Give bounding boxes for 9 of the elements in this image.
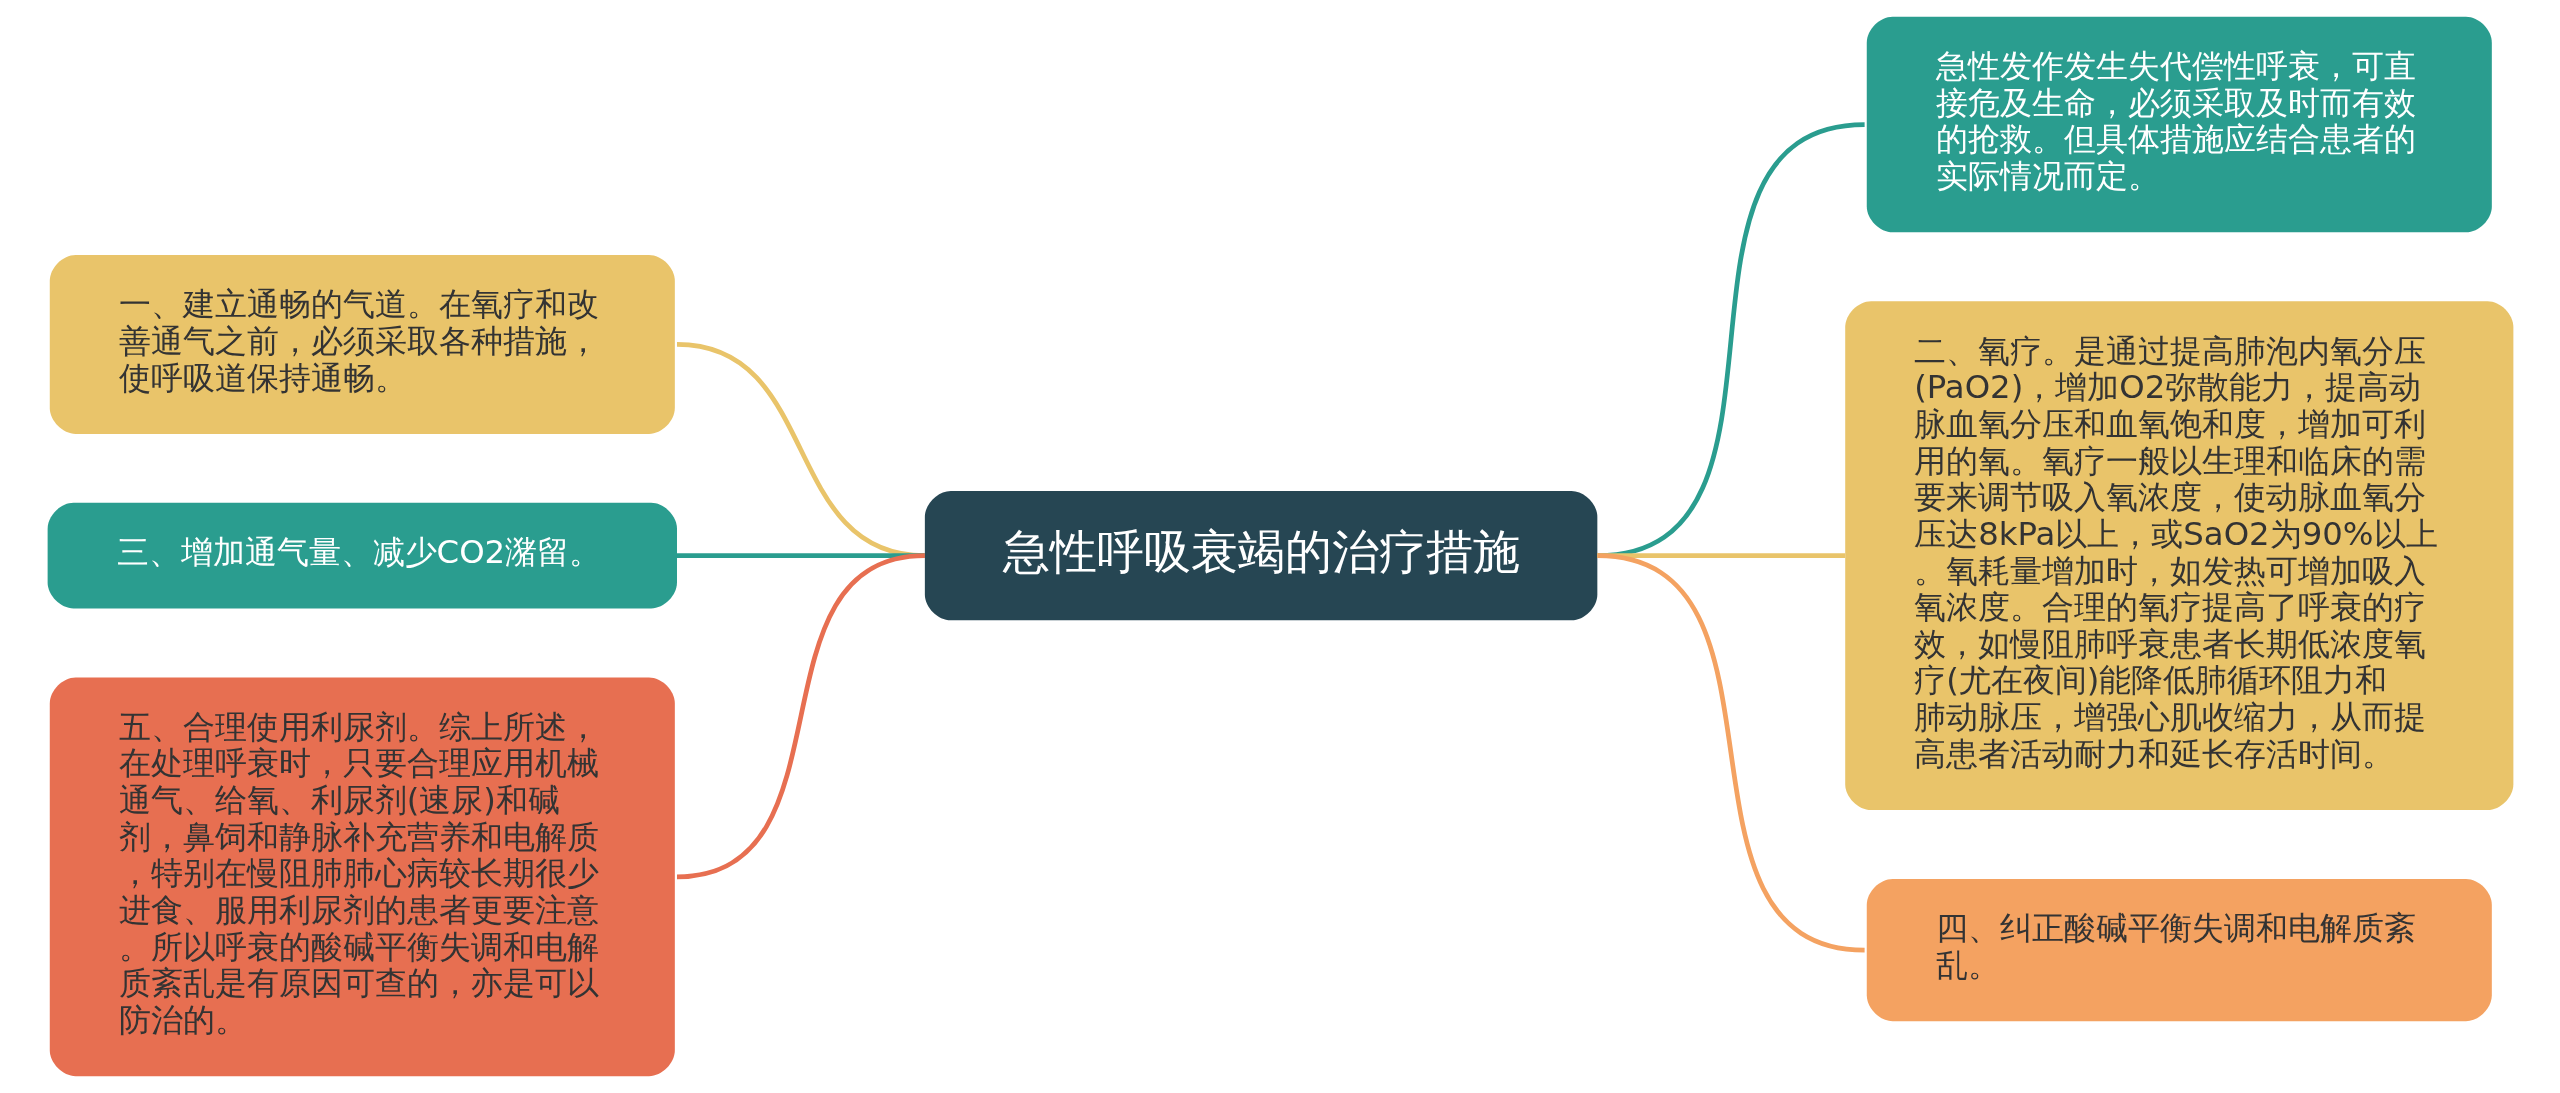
node-box: 四、纠正酸碱平衡失调和电解质紊乱。 xyxy=(1866,878,2492,1022)
connector xyxy=(1596,553,1865,953)
node-box: 急性呼吸衰竭的治疗措施 xyxy=(924,491,1597,621)
node-box: 一、建立通畅的气道。在氧疗和改善通气之前，必须采取各种措施，使呼吸道保持通畅。 xyxy=(49,255,675,434)
node-box: 三、增加通气量、减少CO2潴留。 xyxy=(47,502,677,609)
node-box: 二、氧疗。是通过提高肺泡内氧分压(PaO2)，增加O2弥散能力，提高动脉血氧分压和血氧饱和度，增加可利用的氧。氧疗一般以生理和临床的需要来调节吸入氧浓度，使动脉血氧分压达8kPa以上，或SaO2为90%以上。氧耗量增加时，如发热可增加吸入氧浓度。合理的氧疗提高了呼衰的疗效，如慢阻肺呼衰患者长期低浓度氧疗(尤在夜间)能降低肺循环阻力和肺动脉压，增强心肌收缩力，从而提高患者活动耐力和延长存活时间。 xyxy=(1844,301,2513,810)
node-box: 五、合理使用利尿剂。综上所述，在处理呼衰时，只要合理应用机械通气、给氧、利尿剂(速尿)和碱剂，鼻饲和静脉补充营养和电解质，特别在慢阻肺肺心病较长期很少进食、服用利尿剂的患者更要注意。所以呼衰的酸碱平衡失调和电解质紊乱是有原因可查的，亦是可以防治的。 xyxy=(49,677,675,1077)
node-box: 急性发作发生失代偿性呼衰，可直接危及生命，必须采取及时而有效的抢救。但具体措施应结合患者的实际情况而定。 xyxy=(1866,16,2492,233)
connector xyxy=(676,553,925,880)
